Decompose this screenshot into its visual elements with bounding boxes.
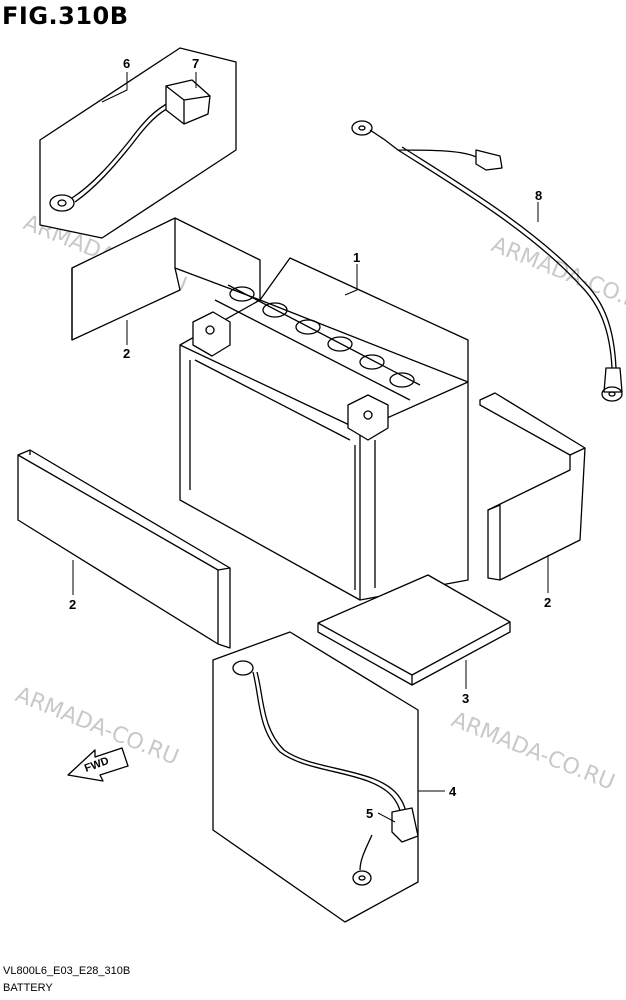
negative-lead-assembly bbox=[39, 47, 237, 239]
fwd-arrow-icon: FWD bbox=[67, 747, 129, 782]
callout-2-left: 2 bbox=[69, 597, 76, 612]
callout-6: 6 bbox=[123, 56, 130, 71]
battery-spacer-rear bbox=[71, 217, 261, 341]
callout-8: 8 bbox=[535, 188, 542, 203]
battery-spacer-right bbox=[479, 392, 586, 581]
callout-5: 5 bbox=[366, 806, 373, 821]
figure-title: FIG.310B bbox=[2, 2, 129, 30]
battery-spacer-left bbox=[17, 449, 231, 649]
figure-name: BATTERY bbox=[3, 982, 53, 994]
callout-2-right: 2 bbox=[544, 595, 551, 610]
callout-2-top: 2 bbox=[123, 346, 130, 361]
callout-1: 1 bbox=[353, 250, 360, 265]
watermark-5: ARMADA-CO.RU bbox=[448, 707, 618, 795]
callout-4: 4 bbox=[449, 784, 457, 799]
ground-cable-assembly bbox=[212, 631, 419, 923]
figure-code: VL800L6_E03_E28_310B bbox=[3, 965, 131, 977]
battery bbox=[179, 257, 469, 601]
battery-pad bbox=[317, 574, 511, 686]
watermark-2: ARMADA-CO.RU bbox=[488, 232, 626, 320]
callout-7: 7 bbox=[192, 56, 199, 71]
positive-cable bbox=[351, 120, 623, 402]
callout-3: 3 bbox=[462, 691, 469, 706]
